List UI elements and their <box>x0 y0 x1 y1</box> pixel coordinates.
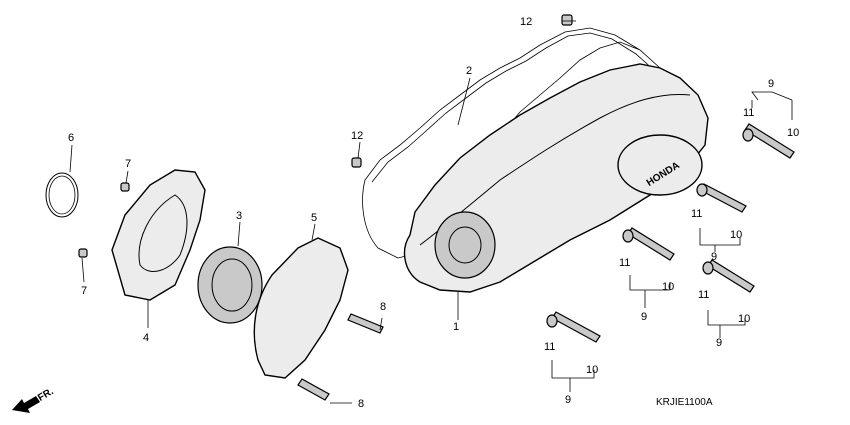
front-label: FR. <box>36 386 56 404</box>
oil-seal-bore <box>211 258 253 312</box>
washer <box>696 183 708 197</box>
callout-3: 3 <box>236 210 242 222</box>
cover-emblem-boss <box>617 134 703 196</box>
callout-9-group1: 9 <box>768 78 774 90</box>
callout-11-group1: 11 <box>743 107 754 119</box>
callout-6: 6 <box>68 132 74 144</box>
bolt <box>551 311 601 343</box>
callout-9-group5: 9 <box>565 394 571 406</box>
callout-5: 5 <box>311 212 317 224</box>
bolt-set <box>297 123 795 401</box>
callout-12-left: 12 <box>351 130 363 142</box>
callout-7-top: 7 <box>125 158 131 170</box>
dowel-pin <box>351 157 362 168</box>
callout-4: 4 <box>143 332 149 344</box>
callout-10-group1: 10 <box>787 127 799 139</box>
dowel-pin <box>561 14 573 26</box>
callout-11-group2: 11 <box>691 208 702 220</box>
outer-cover <box>253 237 349 379</box>
bolt <box>744 123 795 159</box>
callout-7-bottom: 7 <box>81 285 87 297</box>
gasket-inner <box>371 32 685 183</box>
callout-10-group3: 10 <box>662 281 674 293</box>
dowel-pin <box>78 248 88 258</box>
cover-bearing-boss <box>434 211 496 279</box>
washer <box>702 261 714 275</box>
cover-bearing-bore <box>448 226 482 264</box>
callout-9-group4: 9 <box>716 337 722 349</box>
washer <box>546 314 558 328</box>
diagram-code: KRJIE1100A <box>656 397 713 408</box>
bolt <box>347 313 384 334</box>
bolt <box>627 227 675 261</box>
front-arrow-icon <box>12 396 40 413</box>
callout-9-group3: 9 <box>641 311 647 323</box>
callout-11-group5: 11 <box>544 341 555 353</box>
dowel-pin <box>120 182 130 192</box>
callout-12-top: 12 <box>520 16 532 28</box>
bolt <box>707 259 755 293</box>
callout-11-group4: 11 <box>698 289 709 301</box>
callout-11-group3: 11 <box>619 257 630 269</box>
callout-8-upper: 8 <box>380 301 386 313</box>
bolt <box>297 378 330 401</box>
o-ring <box>45 172 79 218</box>
callout-9-group2: 9 <box>711 251 717 263</box>
front-direction-marker: FR. <box>12 386 56 413</box>
leader-lines <box>69 20 793 404</box>
callout-1: 1 <box>453 321 459 333</box>
callout-10-group4: 10 <box>738 313 750 325</box>
housing-detail <box>138 194 188 273</box>
callout-8-lower: 8 <box>358 398 364 410</box>
o-ring-inner <box>48 175 76 215</box>
washer <box>622 229 634 243</box>
callout-10-group5: 10 <box>586 364 598 376</box>
callout-2: 2 <box>466 65 472 77</box>
callout-10-group2: 10 <box>730 229 742 241</box>
washer <box>742 128 754 142</box>
